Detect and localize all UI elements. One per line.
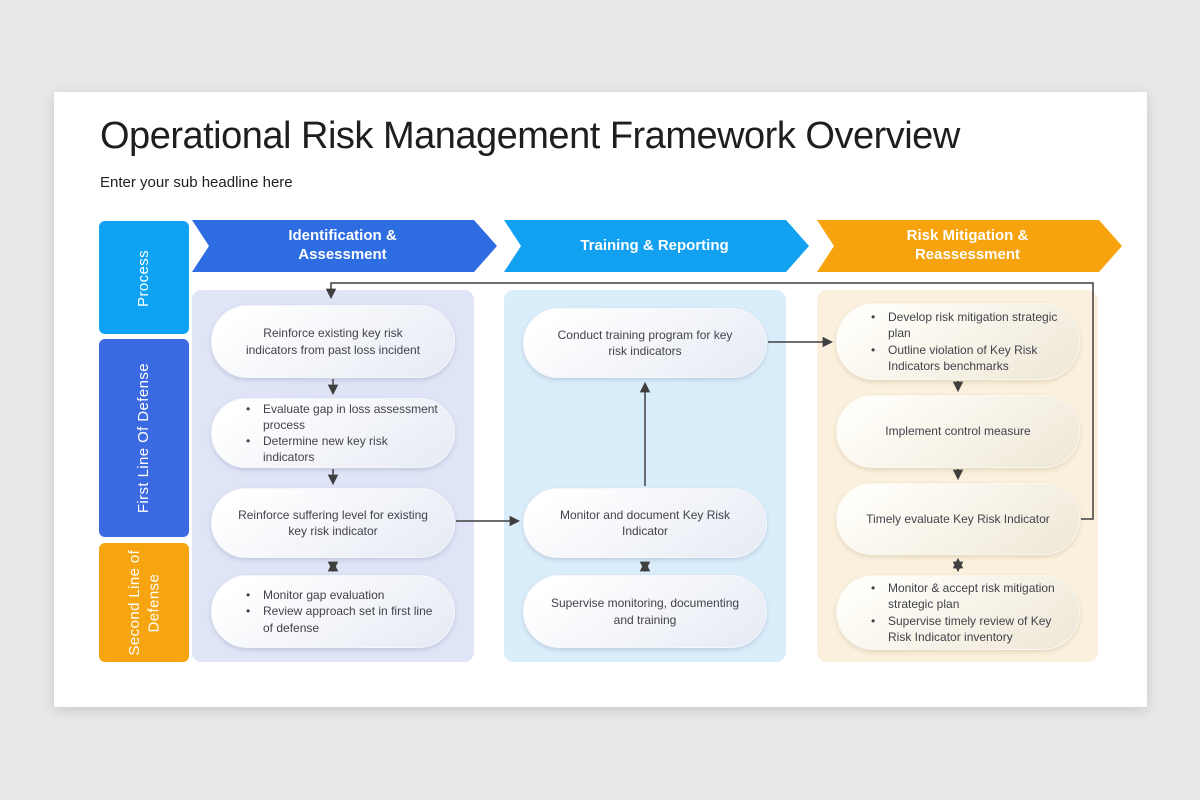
page-subtitle: Enter your sub headline here [100,174,293,191]
bullet-icon: • [871,342,876,357]
bullet-icon: • [246,604,251,619]
bullet-text: Supervise timely review of Key Risk Indi… [888,613,1052,644]
node-reinforce-existing-kri: Reinforce existing key risk indicators f… [211,305,455,378]
node-text: Timely evaluate Key Risk Indicator [866,511,1050,526]
bullet-icon: • [871,613,876,628]
bullet-row: • Review approach set in first line of de… [246,603,440,635]
stage-arrow-identification-assessment: Identification & Assessment [192,220,497,272]
bullet-icon: • [871,581,876,596]
stage-label: Training & Reporting [580,236,729,254]
sidebar-label-first-line: First Line Of Defense [135,362,153,514]
node-monitor-document-kri: Monitor and document Key Risk Indicator [523,488,767,558]
bullet-icon: • [871,310,876,325]
node-text: Conduct training program for key risk in… [557,327,733,358]
sidebar-label-process: Process [135,249,153,306]
bullet-row: • Monitor & accept risk mitigation strate… [871,580,1065,612]
bullet-row: • Supervise timely review of Key Risk Ind… [871,613,1065,645]
bullet-text: Outline violation of Key Risk Indicators… [888,342,1038,373]
sidebar-label-second-line: Second Line of Defense [125,549,163,656]
node-text: Implement control measure [885,424,1031,439]
node-text: Reinforce suffering level for existing k… [238,507,428,538]
bullet-icon: • [246,401,251,416]
bullet-text: Develop risk mitigation strategic plan [888,310,1058,341]
node-text: Monitor and document Key Risk Indicator [559,507,731,538]
node-conduct-training-program: Conduct training program for key risk in… [523,308,767,378]
bullet-text: Monitor & accept risk mitigation strateg… [888,581,1055,612]
node-supervise-monitoring: Supervise monitoring, documenting and tr… [523,575,767,648]
sidebar-item-second-line-of-defense: Second Line of Defense [99,543,189,662]
node-evaluate-gap: • Evaluate gap in loss assessment process… [211,398,455,468]
stage-arrow-risk-mitigation-reassessment: Risk Mitigation & Reassessment [817,220,1122,272]
bullet-row: • Develop risk mitigation strategic plan [871,309,1065,341]
node-text: Supervise monitoring, documenting and tr… [550,596,740,627]
bullet-text: Monitor gap evaluation [263,588,385,603]
slide-canvas: Operational Risk Management Framework Ov… [54,92,1147,707]
node-monitor-gap-evaluation: • Monitor gap evaluation • Review approach… [211,575,455,648]
node-develop-risk-mitigation-plan: •Develop risk mitigation strategic plan … [836,303,1080,380]
node-reinforce-suffering-level: Reinforce suffering level for existing k… [211,488,455,558]
bullet-icon: • [246,588,251,603]
bullet-row: • Monitor gap evaluation [246,587,440,603]
bullet-text: Determine new key risk indicators [263,434,388,465]
bullet-row: • Outline violation of Key Risk Indicator… [871,342,1065,374]
node-implement-control-measure: Implement control measure [836,395,1080,468]
stage-arrow-training-reporting: Training & Reporting [504,220,809,272]
bullet-row: • Evaluate gap in loss assessment process [246,401,440,433]
stage-label: Identification & Assessment [288,227,397,263]
page-title: Operational Risk Management Framework Ov… [100,115,960,157]
sidebar-item-process: Process [99,221,189,334]
bullet-icon: • [246,434,251,448]
stage-label: Risk Mitigation & Reassessment [906,227,1029,263]
bullet-text: Evaluate gap in loss assessment process [263,401,438,432]
bullet-row: • Determine new key risk indicators [246,433,440,465]
node-text: Reinforce existing key risk indicators f… [245,326,421,357]
node-monitor-accept-plan: • Monitor & accept risk mitigation strate… [836,575,1080,650]
node-timely-evaluate-kri: Timely evaluate Key Risk Indicator [836,483,1080,555]
bullet-text: Review approach set in first line of def… [263,604,433,635]
sidebar-item-first-line-of-defense: First Line Of Defense [99,339,189,537]
